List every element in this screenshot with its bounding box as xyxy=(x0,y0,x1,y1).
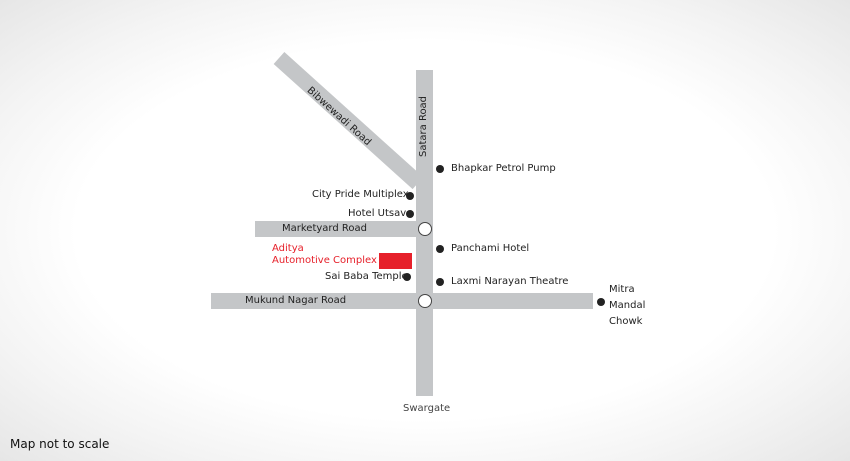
marketyard-road-label: Marketyard Road xyxy=(282,223,367,234)
city-pride-label: City Pride Multiplex xyxy=(312,189,409,200)
bhapkar-label: Bhapkar Petrol Pump xyxy=(451,163,556,174)
hotel-utsav-label: Hotel Utsav xyxy=(348,208,407,219)
mitra-mandal-dot xyxy=(597,298,605,306)
panchami-dot xyxy=(436,245,444,253)
panchami-label: Panchami Hotel xyxy=(451,243,530,254)
marketyard-junction xyxy=(418,222,432,236)
scale-note: Map not to scale xyxy=(10,437,110,451)
sai-baba-label: Sai Baba Temple xyxy=(325,271,408,282)
destination-line1: Aditya xyxy=(272,243,304,254)
city-pride-dot xyxy=(406,192,414,200)
marketyard-road xyxy=(255,221,417,237)
bhapkar-dot xyxy=(436,165,444,173)
satara-road-label: Satara Road xyxy=(418,95,429,157)
mukund-nagar-junction xyxy=(418,294,432,308)
mitra-mandal-line1: Mitra xyxy=(609,284,635,295)
laxmi-narayan-label: Laxmi Narayan Theatre xyxy=(451,276,569,287)
destination-marker xyxy=(379,253,412,269)
mitra-mandal-label: Mitra Mandal Chowk xyxy=(609,282,645,330)
mitra-mandal-line2: Mandal xyxy=(609,300,646,311)
mukund-nagar-road xyxy=(211,293,593,309)
destination-line2: Automotive Complex xyxy=(272,255,377,266)
sai-baba-dot xyxy=(403,273,411,281)
hotel-utsav-dot xyxy=(406,210,414,218)
laxmi-narayan-dot xyxy=(436,278,444,286)
destination-label: Aditya Automotive Complex xyxy=(272,243,377,267)
swargate-label: Swargate xyxy=(403,403,451,414)
mukund-nagar-road-label: Mukund Nagar Road xyxy=(245,295,347,306)
mitra-mandal-line3: Chowk xyxy=(609,316,643,327)
